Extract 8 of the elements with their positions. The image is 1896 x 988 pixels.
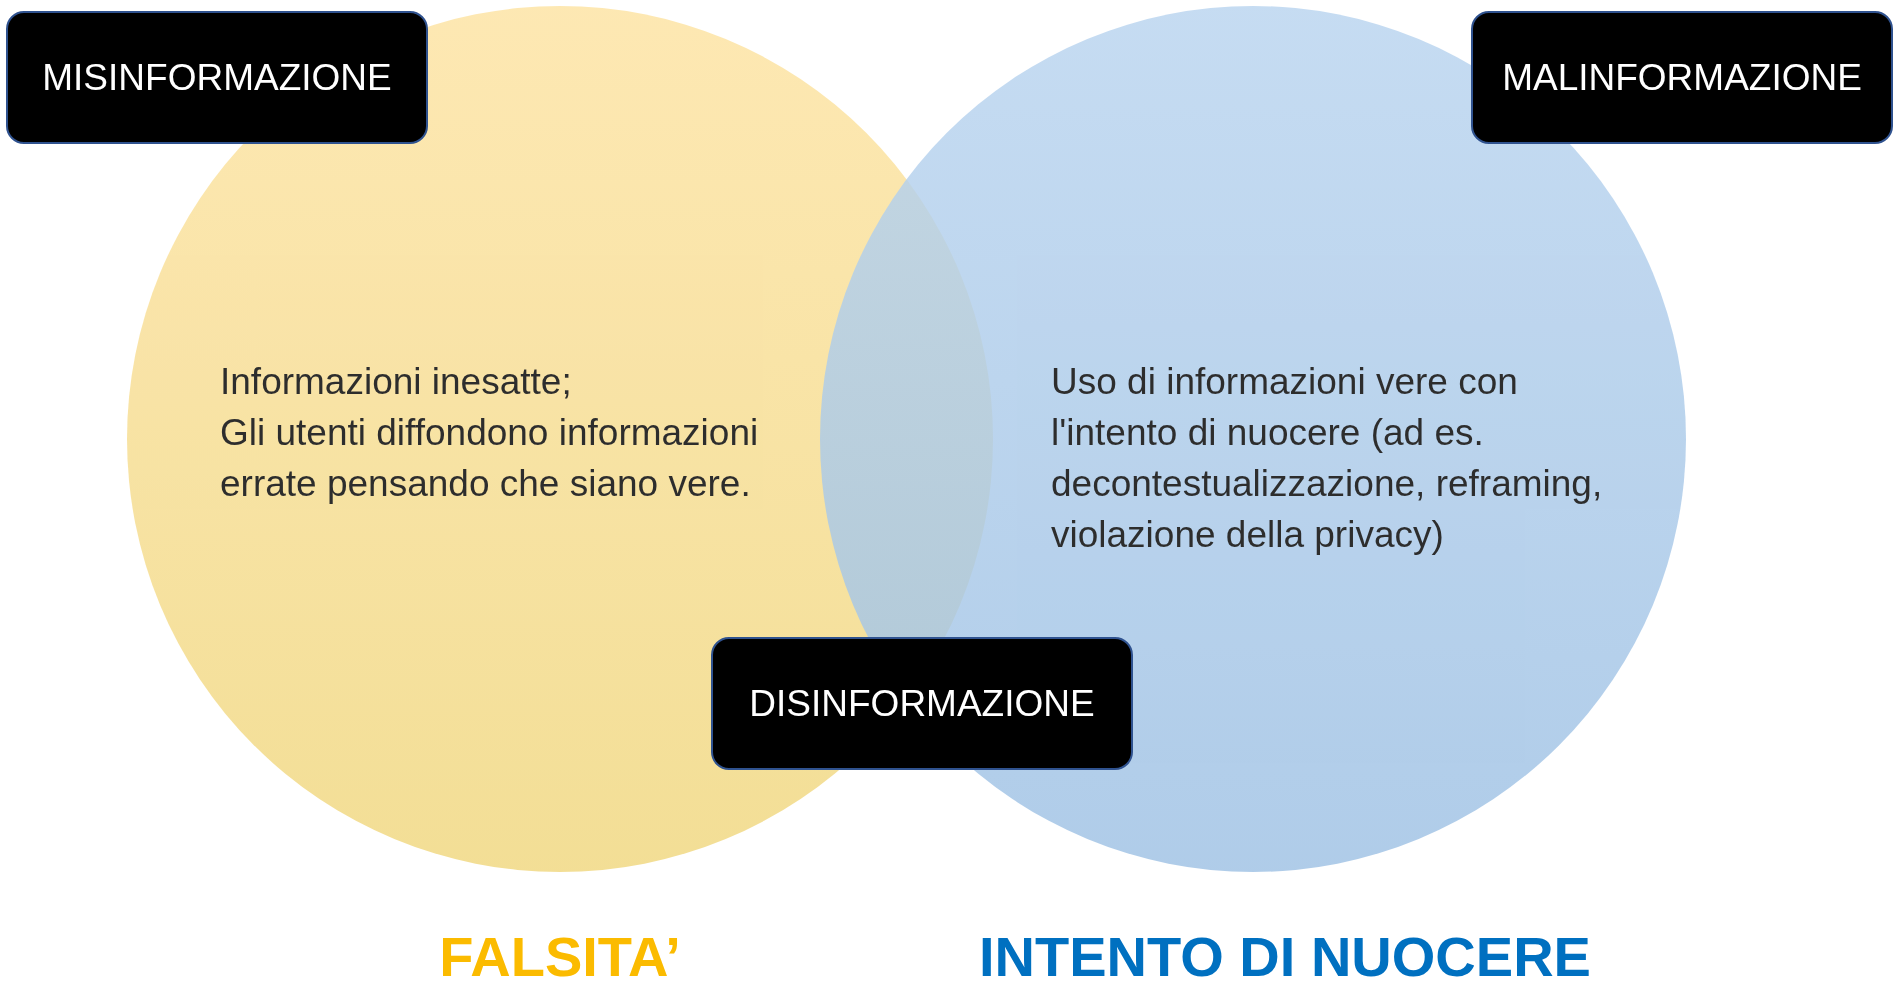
term-box: MALINFORMAZIONE	[1471, 11, 1893, 144]
term-box: MISINFORMAZIONE	[6, 11, 428, 144]
description-text: Uso di informazioni vere con l'intento di nuocere (ad es. decontestualizzazione, reframing, violazione della privacy)	[1051, 360, 1604, 557]
category-label: INTENTO DI NUOCERE	[979, 925, 1591, 988]
description-text: Informazioni inesatte;	[220, 360, 573, 404]
category-label: FALSITA’	[439, 925, 681, 988]
description-text: Gli utenti diffondono informazioni errate pensando che siano vere.	[220, 411, 760, 506]
term-box: DISINFORMAZIONE	[711, 637, 1133, 770]
